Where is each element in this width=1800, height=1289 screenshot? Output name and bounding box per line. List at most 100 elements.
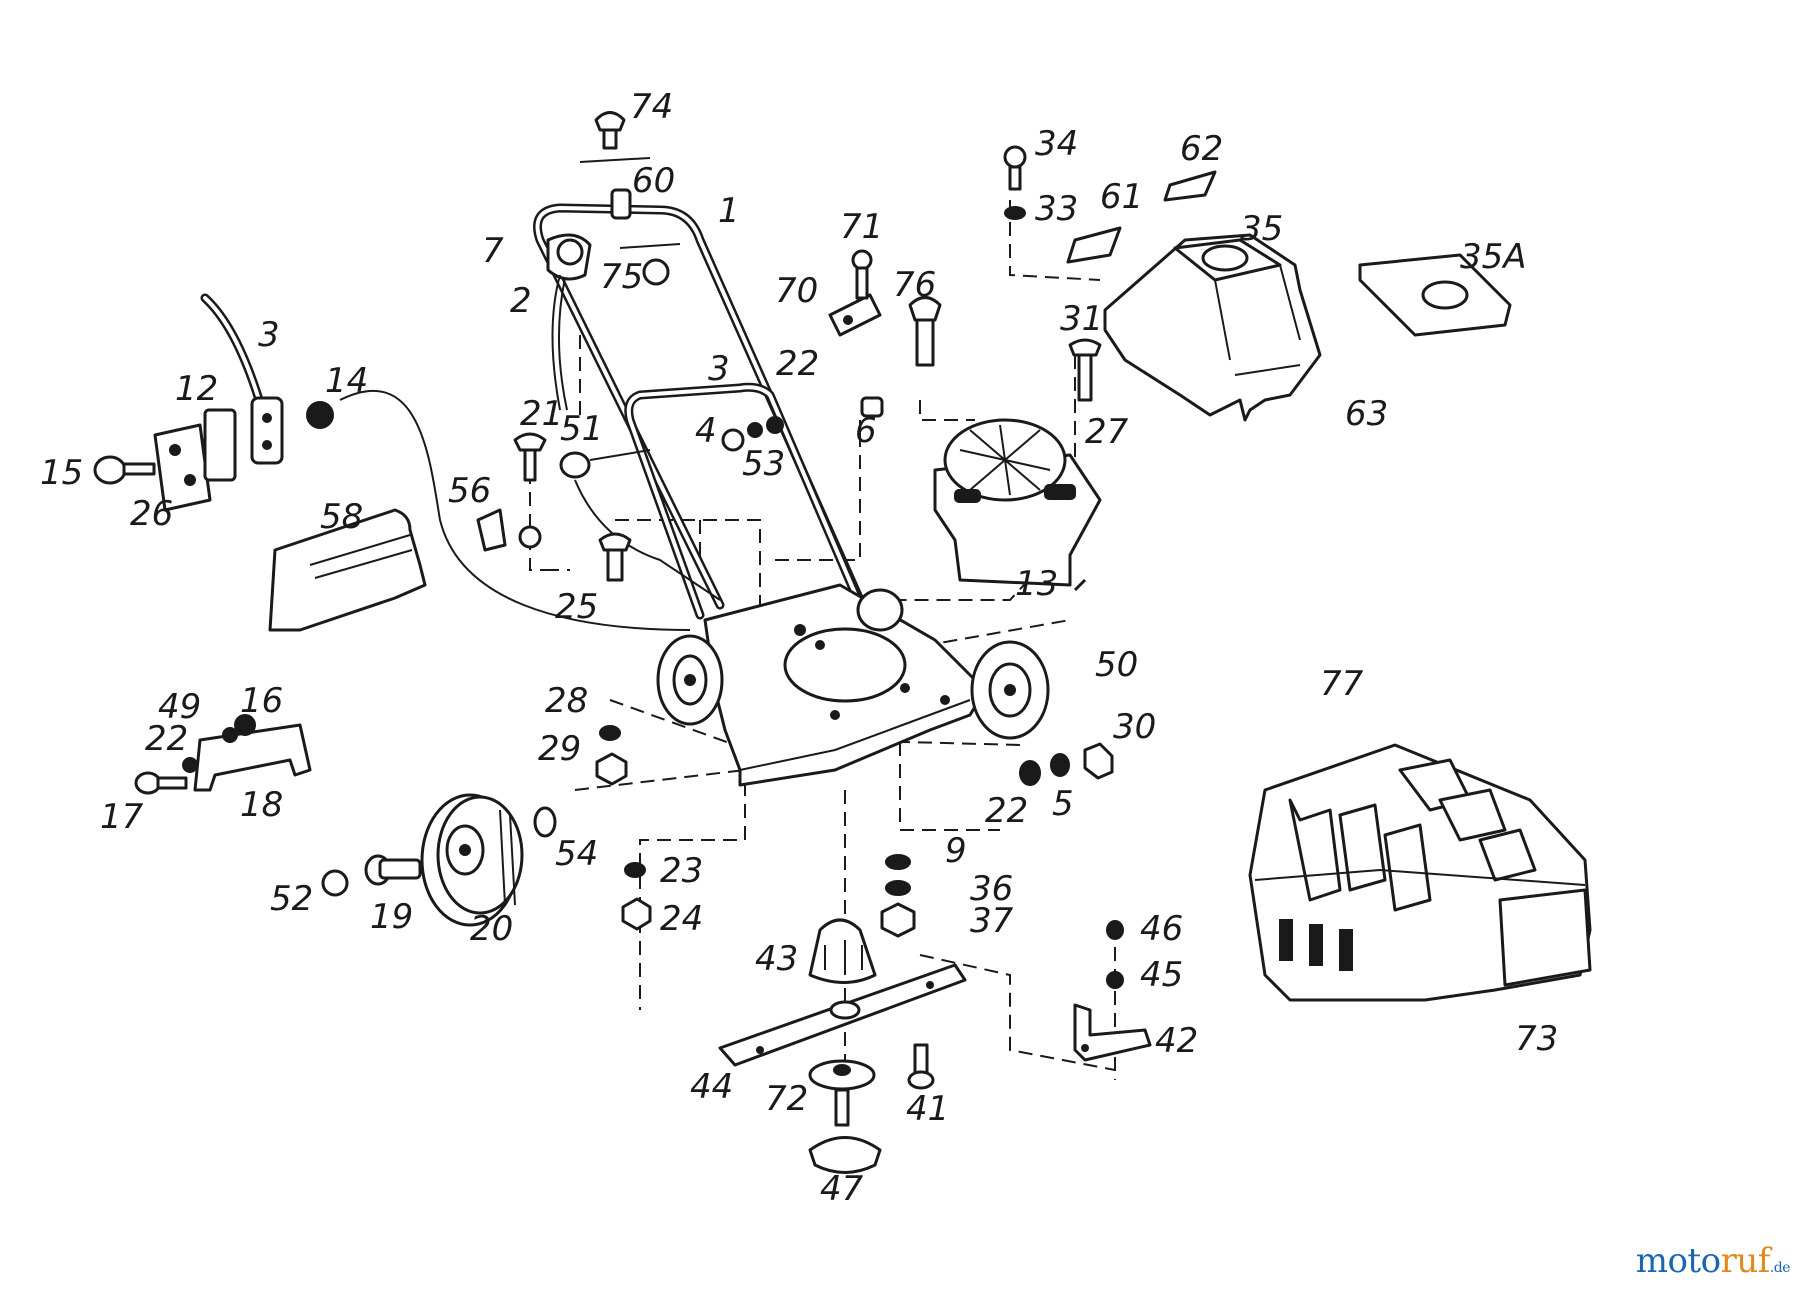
part-number: 3 — [708, 349, 730, 389]
part-number: 20 — [470, 909, 513, 949]
part-number: 7 — [482, 231, 504, 271]
part-number: 5 — [1052, 784, 1074, 824]
bracket — [1073, 920, 1152, 1062]
part-number: 45 — [1140, 955, 1183, 995]
part-number: 42 — [1155, 1021, 1198, 1061]
part-number: 52 — [270, 879, 313, 919]
part-number: 50 — [1095, 645, 1138, 685]
part-number: 74 — [630, 87, 673, 127]
part-number: 16 — [240, 681, 283, 721]
part-number: 35 — [1240, 209, 1283, 249]
watermark-text-part3: .de — [1769, 1260, 1791, 1276]
part-number: 41 — [906, 1089, 949, 1129]
part-number: 62 — [1180, 129, 1223, 169]
part-number: 26 — [130, 494, 173, 534]
part-number: 25 — [555, 587, 598, 627]
part-number: 4 — [695, 411, 717, 451]
blade-adapter — [808, 918, 877, 984]
part-number: 1 — [718, 191, 740, 231]
part-number: 63 — [1345, 394, 1388, 434]
washers-and-nuts — [595, 725, 1114, 938]
handle-detail-3 — [200, 293, 284, 465]
blade-washer — [808, 1059, 876, 1091]
deck-rear-wheel — [656, 634, 724, 726]
deck-small-wheel — [856, 588, 904, 632]
part-number: 22 — [985, 791, 1028, 831]
part-number: 22 — [145, 719, 188, 759]
part-labels: 74 60 1 7 2 75 71 70 76 3 3 22 12 14 21 … — [40, 87, 1558, 1209]
switch-parts — [476, 432, 721, 601]
part-number: 75 — [600, 257, 643, 297]
mower-deck — [703, 583, 987, 787]
motor — [933, 418, 1102, 587]
part-number: 36 — [970, 869, 1013, 909]
cover-label-61 — [1066, 226, 1122, 264]
part-number: 14 — [325, 361, 368, 401]
part-number: 19 — [370, 897, 413, 937]
plug-socket — [93, 401, 334, 512]
blade-bolt — [808, 1088, 882, 1174]
part-number: 28 — [545, 681, 588, 721]
height-adjuster — [134, 714, 312, 795]
part-number: 58 — [320, 497, 363, 537]
part-number: 56 — [448, 471, 491, 511]
part-number: 53 — [742, 444, 785, 484]
part-number: 43 — [755, 939, 798, 979]
motor-cover — [1073, 233, 1322, 592]
part-number: 49 — [158, 687, 201, 727]
part-number: 70 — [775, 271, 818, 311]
part-number: 18 — [240, 785, 283, 825]
deck-front-wheel — [970, 640, 1050, 740]
motor-screw — [1068, 338, 1102, 402]
part-number: 9 — [945, 831, 967, 871]
part-number: 33 — [1035, 189, 1078, 229]
part-number: 17 — [100, 797, 144, 837]
grass-catcher — [1248, 743, 1592, 1002]
lower-handle — [624, 382, 865, 620]
part-number: 29 — [538, 729, 581, 769]
part-number: 30 — [1113, 707, 1156, 747]
part-number: 77 — [1320, 664, 1364, 704]
upper-handle — [533, 203, 865, 610]
switch-housing — [546, 233, 592, 411]
part-number: 76 — [893, 265, 936, 305]
part-number: 3 — [258, 315, 280, 355]
part-number: 72 — [765, 1079, 808, 1119]
part-number: 21 — [520, 394, 563, 434]
bolt-76 — [908, 296, 942, 367]
cover-label-62 — [1163, 170, 1217, 202]
part-number: 6 — [855, 411, 877, 451]
lever — [828, 249, 882, 337]
rear-wheel — [420, 793, 524, 927]
watermark-text-part1: moto — [1635, 1241, 1721, 1281]
cover-insert — [1358, 253, 1512, 337]
part-number: 37 — [970, 901, 1014, 941]
part-number: 2 — [510, 281, 532, 321]
part-number: 34 — [1035, 124, 1078, 164]
part-number: 60 — [632, 161, 675, 201]
part-number: 12 — [175, 369, 218, 409]
part-number: 15 — [40, 453, 83, 493]
part-number: 24 — [660, 899, 703, 939]
part-number: 46 — [1140, 909, 1183, 949]
part-number: 27 — [1085, 412, 1129, 452]
part-number: 44 — [690, 1067, 733, 1107]
wheel-axle — [321, 806, 557, 897]
part-number: 71 — [840, 207, 883, 247]
blade — [718, 963, 967, 1067]
watermark-text-part2: ruf — [1720, 1241, 1771, 1281]
part-number: 13 — [1015, 564, 1058, 604]
handle-fixing-parts — [721, 396, 884, 452]
screw-25 — [598, 532, 632, 582]
rear-flap — [268, 508, 427, 632]
part-number: 54 — [555, 834, 598, 874]
part-number: 61 — [1100, 177, 1143, 217]
part-number: 23 — [660, 851, 703, 891]
part-number: 47 — [820, 1169, 864, 1209]
watermark-logo: motoruf.de — [1635, 1241, 1791, 1281]
part-number: 73 — [1515, 1019, 1558, 1059]
screw-41 — [907, 1043, 935, 1090]
cable-clip — [579, 111, 681, 286]
part-number: 35A — [1460, 237, 1527, 277]
